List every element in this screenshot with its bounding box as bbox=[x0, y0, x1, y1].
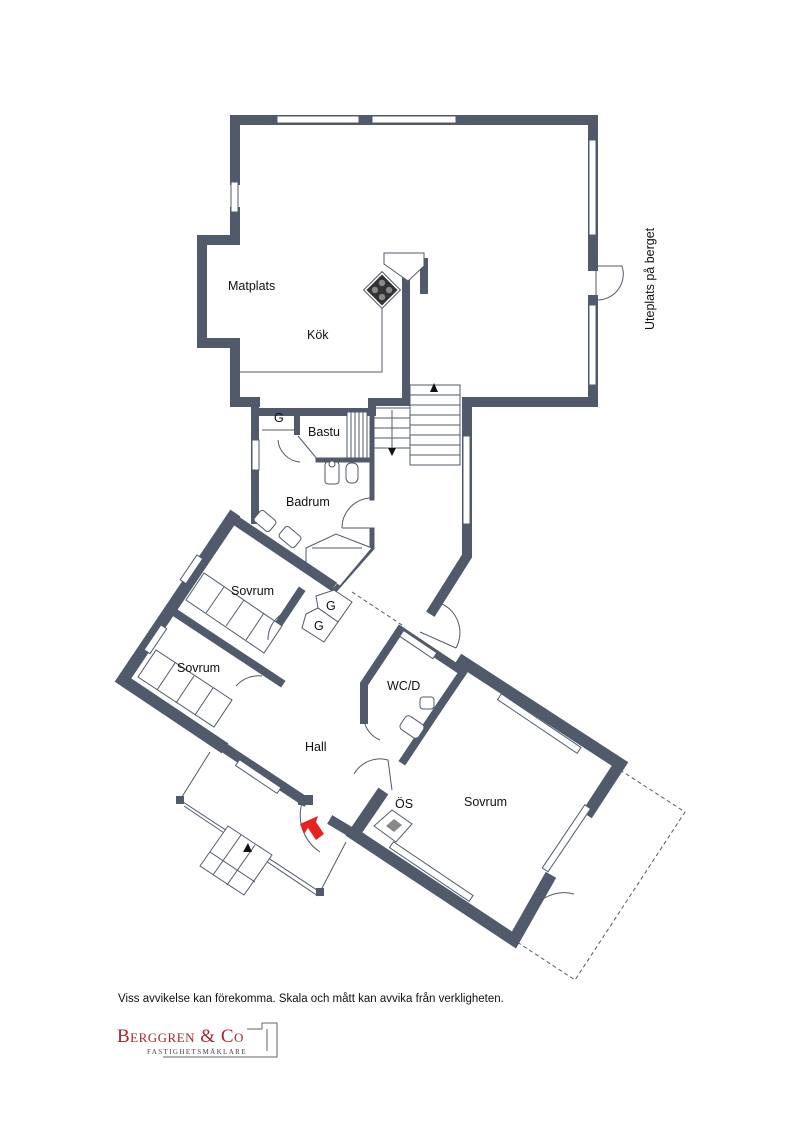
room-label-sovrum-right: Sovrum bbox=[464, 795, 507, 809]
washbasin-icon bbox=[253, 509, 302, 549]
room-label-g1: G bbox=[274, 411, 284, 425]
boiler-icon bbox=[373, 809, 413, 843]
sauna-door bbox=[277, 439, 301, 463]
outside-label: Uteplats på berget bbox=[643, 227, 657, 330]
sink-icon bbox=[345, 462, 359, 484]
bathroom-door bbox=[341, 497, 373, 529]
terrace-door bbox=[529, 892, 575, 915]
window bbox=[143, 624, 168, 655]
sink-icon bbox=[419, 696, 435, 710]
window bbox=[234, 759, 282, 795]
upper-walls bbox=[197, 115, 598, 524]
window bbox=[179, 554, 204, 585]
storage-cabinet bbox=[301, 589, 353, 643]
terrace-door bbox=[595, 265, 624, 301]
window bbox=[399, 629, 438, 660]
toilet-icon bbox=[399, 715, 425, 739]
upper-windows bbox=[230, 115, 597, 386]
room-label-bastu: Bastu bbox=[308, 425, 340, 439]
wc-door bbox=[363, 719, 381, 741]
room-label-g3: G bbox=[314, 619, 324, 633]
room-label-sovrum-left: Sovrum bbox=[177, 661, 220, 675]
terrace-outline bbox=[513, 769, 686, 981]
bedroom-door bbox=[267, 613, 283, 641]
right-wing-walls bbox=[298, 624, 629, 949]
room-label-os: ÖS bbox=[395, 797, 413, 811]
sauna-bench bbox=[346, 411, 368, 459]
window bbox=[388, 841, 474, 903]
room-label-wcd: WC/D bbox=[387, 679, 420, 693]
room-label-sovrum-top: Sovrum bbox=[231, 584, 274, 598]
room-label-kok: Kök bbox=[307, 328, 329, 342]
kitchen-cabinet bbox=[383, 252, 425, 282]
kitchen-counter bbox=[240, 302, 383, 373]
hall-walls bbox=[351, 431, 472, 649]
room-label-hall: Hall bbox=[305, 740, 327, 754]
entrance-arrow-icon bbox=[300, 816, 324, 840]
wardrobe bbox=[185, 572, 283, 654]
logo-name: Berggren & Co bbox=[117, 1026, 244, 1047]
disclaimer-text: Viss avvikelse kan förekomma. Skala och … bbox=[118, 993, 504, 1005]
window bbox=[541, 804, 592, 873]
logo-subtitle: Fastighetsmäklare bbox=[147, 1048, 247, 1056]
bedroom-door bbox=[353, 758, 389, 775]
side-door bbox=[439, 602, 461, 649]
staircase bbox=[373, 383, 461, 466]
room-label-badrum: Badrum bbox=[286, 495, 330, 509]
wardrobe bbox=[137, 649, 233, 728]
room-label-g2: G bbox=[326, 599, 336, 613]
window bbox=[496, 693, 582, 755]
stove-icon bbox=[362, 270, 402, 310]
logo: Berggren & Co Fastighetsmäklare bbox=[117, 1021, 287, 1061]
entrance-stairs bbox=[199, 825, 273, 896]
toilet-icon bbox=[324, 460, 340, 485]
bedroom-door bbox=[235, 675, 263, 687]
room-label-matplats: Matplats bbox=[228, 279, 275, 293]
logo-mark-icon bbox=[163, 1022, 278, 1058]
